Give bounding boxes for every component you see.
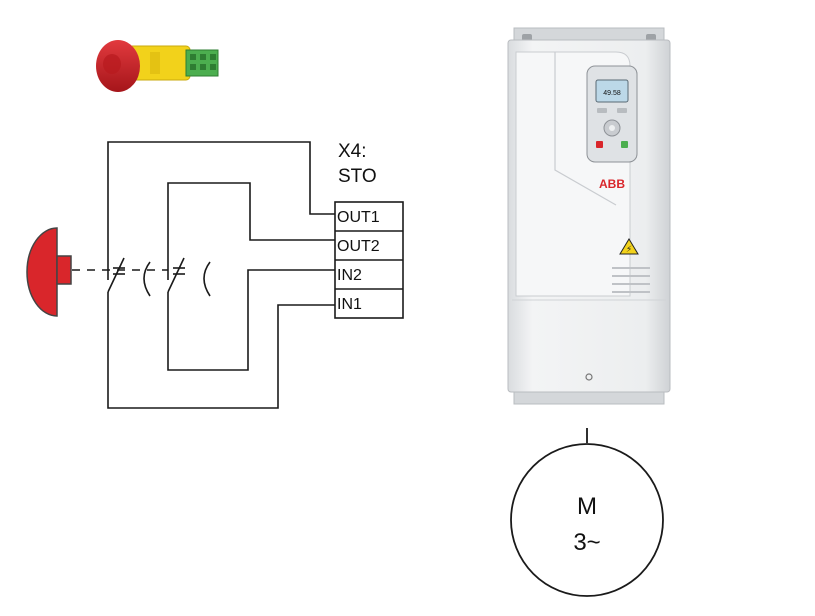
terminal-out2: OUT2 [337, 238, 380, 255]
sto-wiring [107, 141, 336, 409]
terminal-block: OUT1 OUT2 IN2 IN1 [334, 201, 404, 319]
motor-label-line2: 3~ [573, 529, 600, 556]
emergency-stop-device-image [96, 40, 219, 92]
emergency-stop-button-symbol [26, 227, 72, 317]
drive-screw-icon [585, 373, 593, 381]
terminal-out1: OUT1 [337, 209, 380, 226]
connector-heading-line1: X4: [338, 141, 367, 162]
motor-symbol: M 3~ [510, 443, 664, 597]
sto-contact-1 [107, 257, 151, 297]
abb-drive-image: 49.58 ABB ⚡ [507, 27, 671, 405]
motor-label-line1: M [577, 493, 597, 520]
abb-logo: ABB [599, 177, 625, 191]
drive-display-text: 49.58 [603, 90, 621, 97]
sto-contact-2 [167, 257, 211, 297]
terminal-in2: IN2 [337, 267, 362, 284]
connector-heading-line2: STO [338, 166, 377, 187]
terminal-in1: IN1 [337, 296, 362, 313]
warning-triangle-icon [619, 238, 639, 255]
svg-text:⚡: ⚡ [626, 245, 632, 255]
